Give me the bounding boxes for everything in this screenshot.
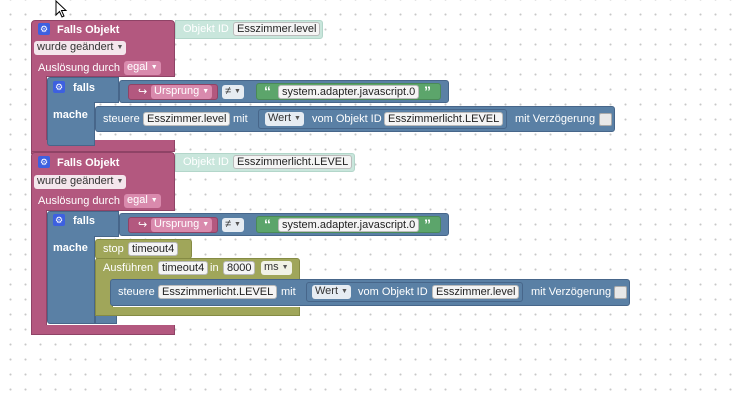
quote-close-icon: ”: [424, 216, 431, 232]
change-mode-label: wurde geändert: [37, 41, 114, 53]
gear-icon[interactable]: ⚙: [38, 156, 50, 168]
delay-unit-dropdown[interactable]: ms▼: [261, 261, 292, 275]
change-mode-dropdown[interactable]: wurde geändert▼: [34, 175, 127, 189]
operator-dropdown[interactable]: ≠▼: [222, 218, 244, 232]
from-object-label: vom Objekt ID: [312, 113, 382, 125]
value-label: Wert: [315, 285, 339, 297]
with-label: mit: [233, 113, 248, 125]
delay-value-field[interactable]: 8000: [223, 261, 256, 275]
chevron-down-icon: ▼: [234, 88, 241, 95]
gear-icon[interactable]: ⚙: [38, 23, 50, 35]
from-object-label: vom Objekt ID: [358, 286, 428, 298]
chevron-down-icon: ▼: [116, 44, 124, 51]
delay-label: mit Verzögerung: [515, 113, 596, 125]
value-label: Wert: [268, 112, 292, 124]
trigger-value: egal: [127, 194, 148, 206]
do-label: mache: [53, 242, 88, 254]
quote-close-icon: ”: [424, 83, 431, 99]
object-id-label: Objekt ID: [183, 156, 229, 168]
operator-dropdown[interactable]: ≠▼: [222, 85, 244, 99]
event-block-footer: [31, 325, 175, 335]
source-object-field[interactable]: Esszimmer.level: [432, 285, 520, 299]
delay-checkbox[interactable]: [599, 113, 612, 126]
if-block-body: [47, 102, 95, 146]
mouse-pointer-icon: [55, 0, 68, 18]
chevron-down-icon: ▼: [294, 115, 301, 122]
source-object-field[interactable]: Esszimmerlicht.LEVEL: [384, 112, 504, 126]
arrow-icon: ↪: [138, 86, 148, 98]
do-label: mache: [53, 109, 88, 121]
value-dropdown[interactable]: Wert▼: [265, 112, 304, 126]
run-after-footer: [95, 307, 300, 316]
if-label: falls: [73, 215, 96, 227]
object-id-field[interactable]: Esszimmerlicht.LEVEL: [233, 155, 353, 169]
origin-label: Ursprung: [154, 85, 200, 97]
chevron-down-icon: ▼: [234, 221, 241, 228]
if-label: falls: [73, 82, 96, 94]
trigger-label: Auslösung durch: [38, 195, 120, 207]
delay-label: mit Verzögerung: [531, 286, 612, 298]
quote-open-icon: “: [264, 216, 271, 232]
execute-label: Ausführen: [103, 262, 154, 274]
gear-icon[interactable]: ⚙: [53, 81, 65, 93]
arrow-icon: ↪: [138, 219, 148, 231]
chevron-down-icon: ▼: [341, 288, 348, 295]
event-title: Falls Objekt: [57, 157, 120, 169]
string-value-field[interactable]: system.adapter.javascript.0: [278, 85, 420, 99]
event-title: Falls Objekt: [57, 24, 120, 36]
event-block-spine: [31, 210, 47, 328]
delay-checkbox[interactable]: [614, 286, 627, 299]
origin-dropdown[interactable]: Ursprung▼: [151, 85, 213, 99]
with-label: mit: [281, 286, 296, 298]
origin-label: Ursprung: [154, 218, 200, 230]
trigger-dropdown[interactable]: egal▼: [124, 61, 161, 75]
operator-label: ≠: [225, 85, 232, 97]
control-target-field[interactable]: Esszimmerlicht.LEVEL: [158, 285, 278, 299]
quote-open-icon: “: [264, 83, 271, 99]
gear-icon[interactable]: ⚙: [53, 214, 65, 226]
change-mode-label: wurde geändert: [37, 175, 114, 187]
value-dropdown[interactable]: Wert▼: [312, 285, 351, 299]
chevron-down-icon: ▼: [202, 88, 210, 95]
stop-label: stop: [103, 243, 124, 255]
trigger-value: egal: [127, 61, 148, 73]
control-target-field[interactable]: Esszimmer.level: [143, 112, 231, 126]
chevron-down-icon: ▼: [202, 221, 210, 228]
object-id-field[interactable]: Esszimmer.level: [233, 22, 321, 36]
chevron-down-icon: ▼: [116, 178, 124, 185]
string-value-field[interactable]: system.adapter.javascript.0: [278, 218, 420, 232]
operator-label: ≠: [225, 218, 232, 230]
chevron-down-icon: ▼: [150, 197, 158, 204]
trigger-dropdown[interactable]: egal▼: [124, 194, 161, 208]
trigger-label: Auslösung durch: [38, 62, 120, 74]
chevron-down-icon: ▼: [150, 64, 158, 71]
control-label: steuere: [118, 286, 155, 298]
event-block-spine: [31, 76, 47, 154]
change-mode-dropdown[interactable]: wurde geändert▼: [34, 41, 127, 55]
origin-dropdown[interactable]: Ursprung▼: [151, 218, 213, 232]
if-block-body: [47, 236, 95, 324]
delay-unit-label: ms: [264, 261, 279, 273]
chevron-down-icon: ▼: [281, 264, 289, 271]
control-label: steuere: [103, 113, 140, 125]
in-label: in: [210, 262, 219, 274]
object-id-label: Objekt ID: [183, 23, 229, 35]
execute-timer-field[interactable]: timeout4: [158, 261, 209, 275]
if-block-foot: [95, 316, 117, 324]
stop-timer-field[interactable]: timeout4: [128, 242, 179, 256]
